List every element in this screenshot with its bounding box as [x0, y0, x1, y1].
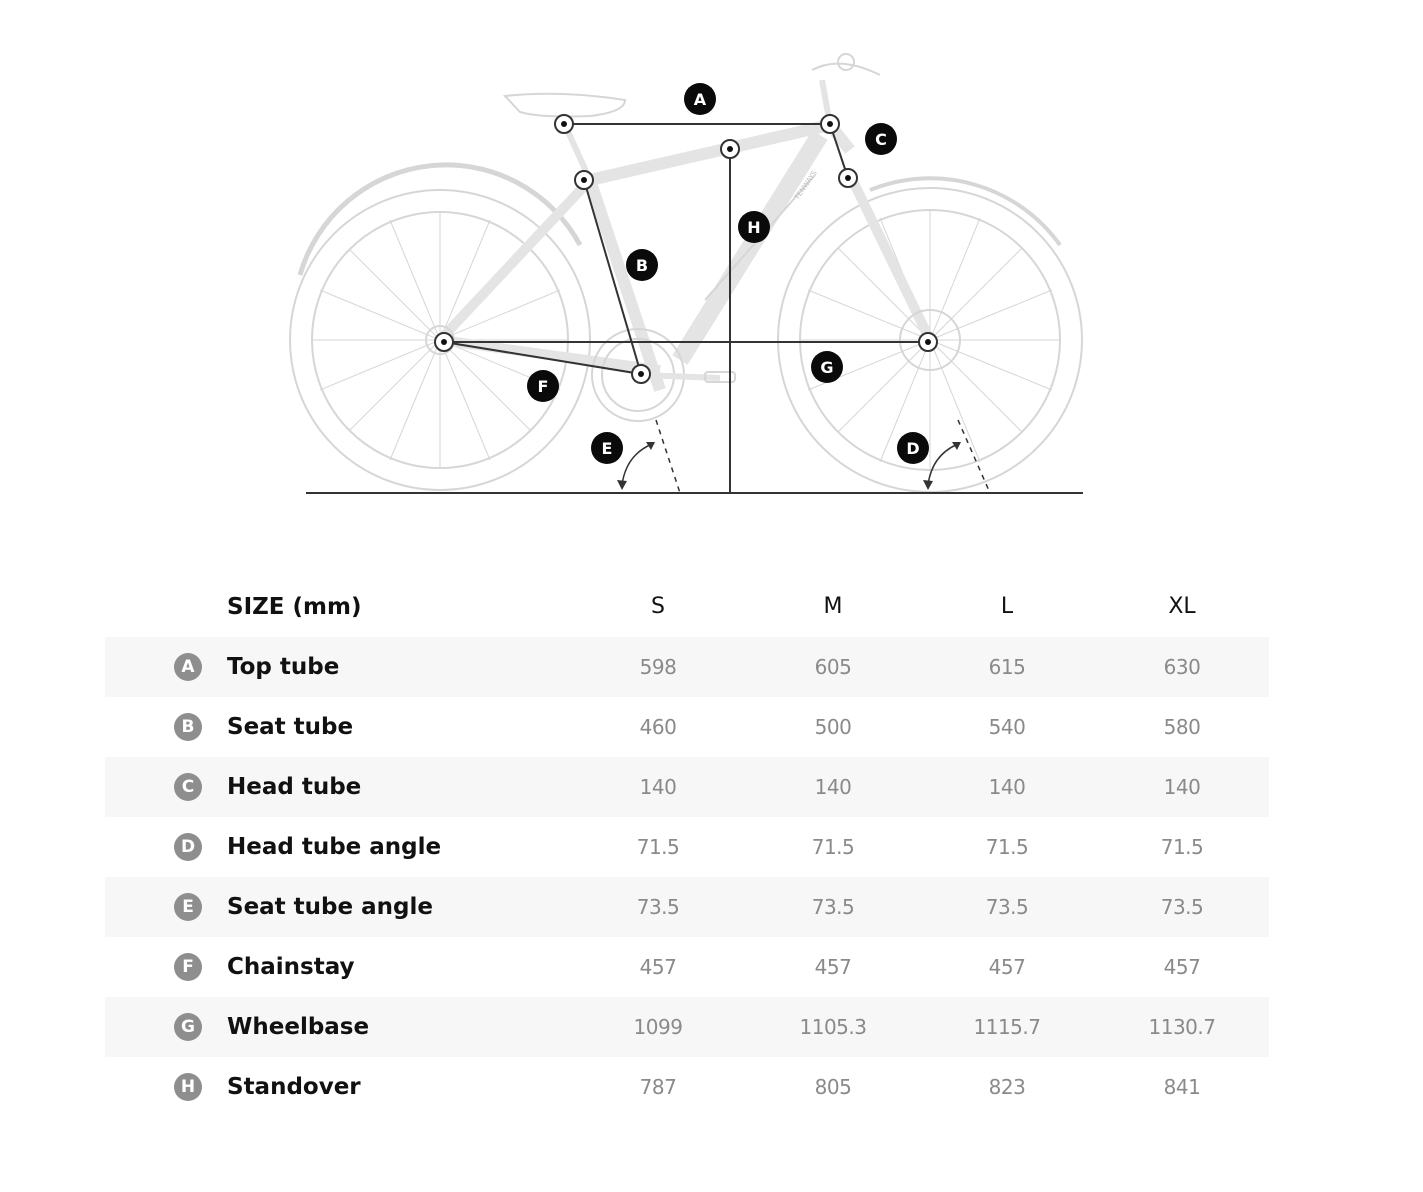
value-l: 71.5: [985, 835, 1029, 859]
value-xl: 630: [1163, 655, 1201, 679]
value-l: 457: [988, 955, 1026, 979]
table-row-standover: H Standover 787 805 823 841: [105, 1057, 1269, 1117]
value-m: 1105.3: [799, 1015, 867, 1039]
value-s: 71.5: [636, 835, 680, 859]
table-row-wheelbase: G Wheelbase 1099 1105.3 1115.7 1130.7: [105, 997, 1269, 1057]
value-l: 823: [988, 1075, 1026, 1099]
table-row-chainstay: F Chainstay 457 457 457 457: [105, 937, 1269, 997]
size-column-xl: XL: [1168, 594, 1196, 619]
row-label: Head tube: [227, 774, 362, 800]
row-letter-badge: E: [174, 893, 202, 921]
bike-geometry-diagram: TENWAYS: [289, 53, 1083, 494]
value-l: 140: [988, 775, 1026, 799]
value-s: 598: [639, 655, 677, 679]
value-xl: 140: [1163, 775, 1201, 799]
measurement-lines: [443, 123, 991, 494]
value-m: 140: [814, 775, 852, 799]
size-column-m: M: [823, 594, 843, 619]
marker-c: C: [865, 123, 897, 155]
value-l: 73.5: [985, 895, 1029, 919]
marker-f: F: [527, 370, 559, 402]
value-xl: 580: [1163, 715, 1201, 739]
table-row-head-tube-angle: D Head tube angle 71.5 71.5 71.5 71.5: [105, 817, 1269, 877]
svg-text:D: D: [906, 439, 919, 458]
table-header-row: SIZE (mm) S M L XL: [105, 577, 1269, 637]
value-s: 460: [639, 715, 677, 739]
row-letter-badge: D: [174, 833, 202, 861]
measurement-point-centers: [441, 121, 931, 377]
row-letter-badge: G: [174, 1013, 202, 1041]
svg-text:A: A: [694, 90, 707, 109]
value-s: 787: [639, 1075, 677, 1099]
value-m: 805: [814, 1075, 852, 1099]
svg-text:E: E: [602, 439, 613, 458]
row-label: Seat tube: [227, 714, 354, 740]
value-xl: 457: [1163, 955, 1201, 979]
value-m: 71.5: [811, 835, 855, 859]
size-column-s: S: [651, 594, 665, 619]
svg-text:B: B: [636, 256, 648, 275]
table-row-seat-tube: B Seat tube 460 500 540 580: [105, 697, 1269, 757]
row-label: Head tube angle: [227, 834, 442, 860]
row-label: Chainstay: [227, 954, 355, 980]
value-xl: 841: [1163, 1075, 1201, 1099]
row-letter-badge: H: [174, 1073, 202, 1101]
row-letter-badge: C: [174, 773, 202, 801]
value-s: 73.5: [636, 895, 680, 919]
svg-text:C: C: [875, 130, 887, 149]
size-column-l: L: [1000, 594, 1014, 619]
svg-text:G: G: [820, 358, 833, 377]
row-letter-badge: A: [174, 653, 202, 681]
value-s: 140: [639, 775, 677, 799]
value-l: 540: [988, 715, 1026, 739]
row-label: Top tube: [227, 654, 340, 680]
angle-arrowheads: [617, 442, 961, 490]
geometry-table: SIZE (mm) S M L XL A Top tube 598 605 61…: [105, 577, 1269, 1117]
svg-text:H: H: [747, 218, 760, 237]
marker-h: H: [738, 211, 770, 243]
size-header-label: SIZE (mm): [227, 594, 362, 620]
value-m: 73.5: [811, 895, 855, 919]
marker-g: G: [811, 351, 843, 383]
marker-a: A: [684, 83, 716, 115]
value-m: 500: [814, 715, 852, 739]
svg-text:F: F: [538, 377, 549, 396]
row-letter-badge: B: [174, 713, 202, 741]
value-s: 457: [639, 955, 677, 979]
value-l: 1115.7: [973, 1015, 1041, 1039]
table-row-seat-tube-angle: E Seat tube angle 73.5 73.5 73.5 73.5: [105, 877, 1269, 937]
bike-silhouette: TENWAYS: [289, 53, 1083, 493]
value-xl: 71.5: [1160, 835, 1204, 859]
value-s: 1099: [633, 1015, 683, 1039]
row-label: Seat tube angle: [227, 894, 433, 920]
value-xl: 73.5: [1160, 895, 1204, 919]
value-l: 615: [988, 655, 1026, 679]
value-xl: 1130.7: [1148, 1015, 1216, 1039]
marker-b: B: [626, 249, 658, 281]
marker-e: E: [591, 432, 623, 464]
row-label: Standover: [227, 1074, 361, 1100]
value-m: 457: [814, 955, 852, 979]
table-row-head-tube: C Head tube 140 140 140 140: [105, 757, 1269, 817]
row-label: Wheelbase: [227, 1014, 370, 1040]
value-m: 605: [814, 655, 852, 679]
marker-d: D: [897, 432, 929, 464]
row-letter-badge: F: [174, 953, 202, 981]
table-row-top-tube: A Top tube 598 605 615 630: [105, 637, 1269, 697]
